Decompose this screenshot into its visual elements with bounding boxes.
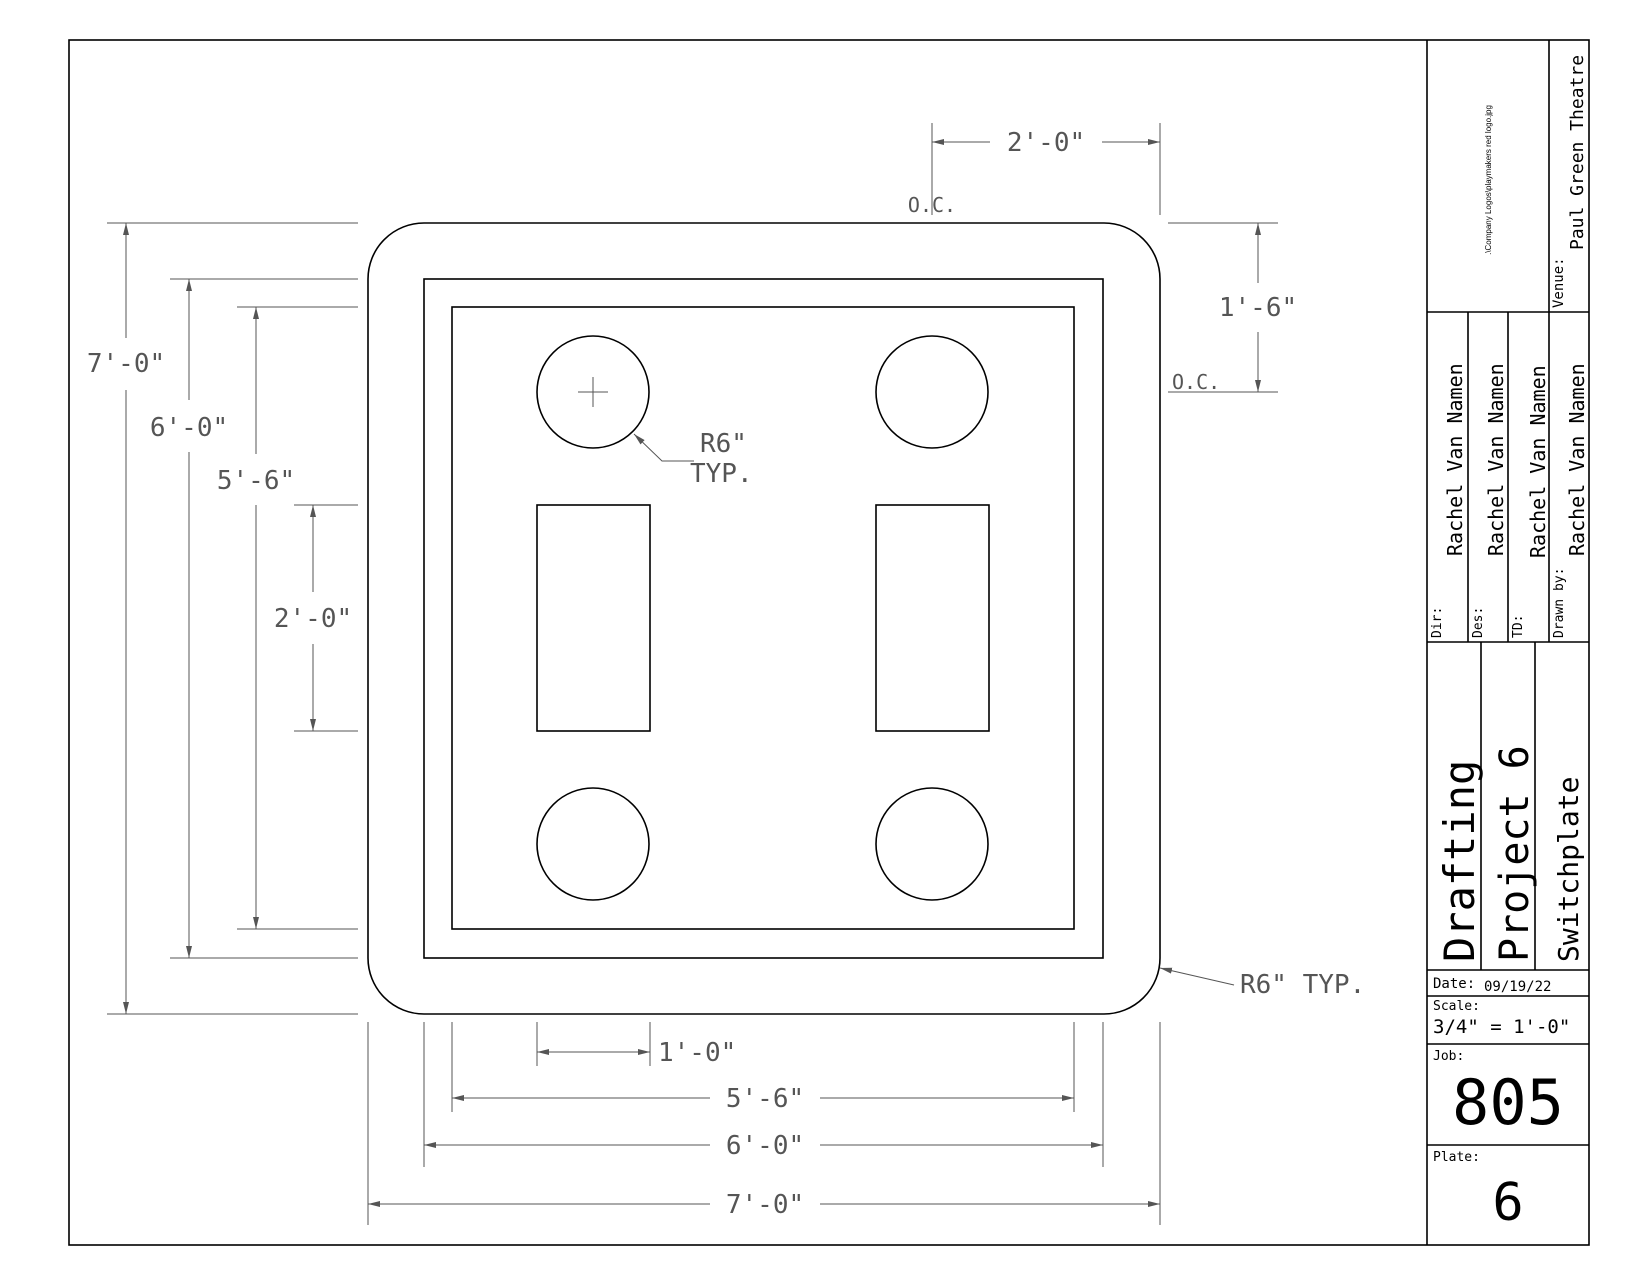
dim-bottom-slot: 1'-0" (658, 1038, 736, 1068)
logo-path: .\Company Logos\playmakers red logo.jpg (1484, 105, 1493, 255)
dim-top-spacing: 2'-0" (1007, 128, 1085, 158)
dim-right-spacing: 1'-6" (1219, 293, 1297, 323)
plate-inner-outline (451, 306, 1075, 930)
dir-label: Dir: (1430, 607, 1445, 638)
title-line-3: Switchplate (1552, 777, 1585, 962)
slot-left (536, 504, 651, 732)
dim-hole-radius: R6" (700, 429, 747, 459)
hole-top-right (875, 335, 989, 449)
title-line-1: Drafting (1435, 760, 1484, 962)
dim-left-outer: 7'-0" (87, 349, 165, 379)
dim-top-oc: O.C. (908, 193, 956, 217)
job-value: 805 (1452, 1066, 1564, 1139)
title-line-2: Project 6 (1492, 745, 1538, 962)
dimension-lines (107, 123, 1278, 1225)
dim-corner-radius: R6" TYP. (1240, 970, 1365, 1000)
switchplate-drawing (367, 222, 1161, 1015)
dim-left-inner: 5'-6" (217, 466, 295, 496)
td-value: Rachel Van Namen (1526, 365, 1550, 558)
des-label: Des: (1471, 607, 1486, 638)
date-value: 09/19/22 (1484, 979, 1551, 995)
drawn-value: Rachel Van Namen (1565, 363, 1589, 556)
scale-label: Scale: (1433, 999, 1480, 1014)
plate-middle-outline (423, 278, 1104, 959)
plate-label: Plate: (1433, 1150, 1480, 1165)
dim-right-oc: O.C. (1172, 370, 1220, 394)
td-label: TD: (1511, 615, 1526, 638)
slot-right (875, 504, 990, 732)
drawn-label: Drawn by: (1552, 568, 1567, 638)
job-label: Job: (1433, 1049, 1464, 1064)
des-value: Rachel Van Namen (1484, 363, 1508, 556)
dim-bottom-middle: 6'-0" (726, 1131, 804, 1161)
sheet-border (68, 39, 1590, 1246)
dim-bottom-outer: 7'-0" (726, 1190, 804, 1220)
venue-label: Venue: (1551, 257, 1567, 308)
hole-bottom-right (875, 787, 989, 901)
dim-left-middle: 6'-0" (150, 413, 228, 443)
hole-top-left (536, 335, 650, 449)
hole-bottom-left (536, 787, 650, 901)
dim-hole-radius-typ: TYP. (690, 459, 753, 489)
dim-bottom-inner: 5'-6" (726, 1084, 804, 1114)
title-block: .\Company Logos\playmakers red logo.jpg … (1427, 40, 1589, 1233)
scale-value: 3/4" = 1'-0" (1433, 1016, 1570, 1038)
date-label: Date: (1433, 976, 1475, 992)
plate-outer-outline (367, 222, 1161, 1015)
dimension-labels: 2'-0" O.C. 1'-6" O.C. 7'-0" 6'-0" 5'-6" … (87, 128, 1365, 1220)
dim-left-slot: 2'-0" (274, 604, 352, 634)
plate-value: 6 (1492, 1173, 1523, 1233)
dir-value: Rachel Van Namen (1443, 363, 1467, 556)
venue-value: Paul Green Theatre (1567, 55, 1588, 250)
